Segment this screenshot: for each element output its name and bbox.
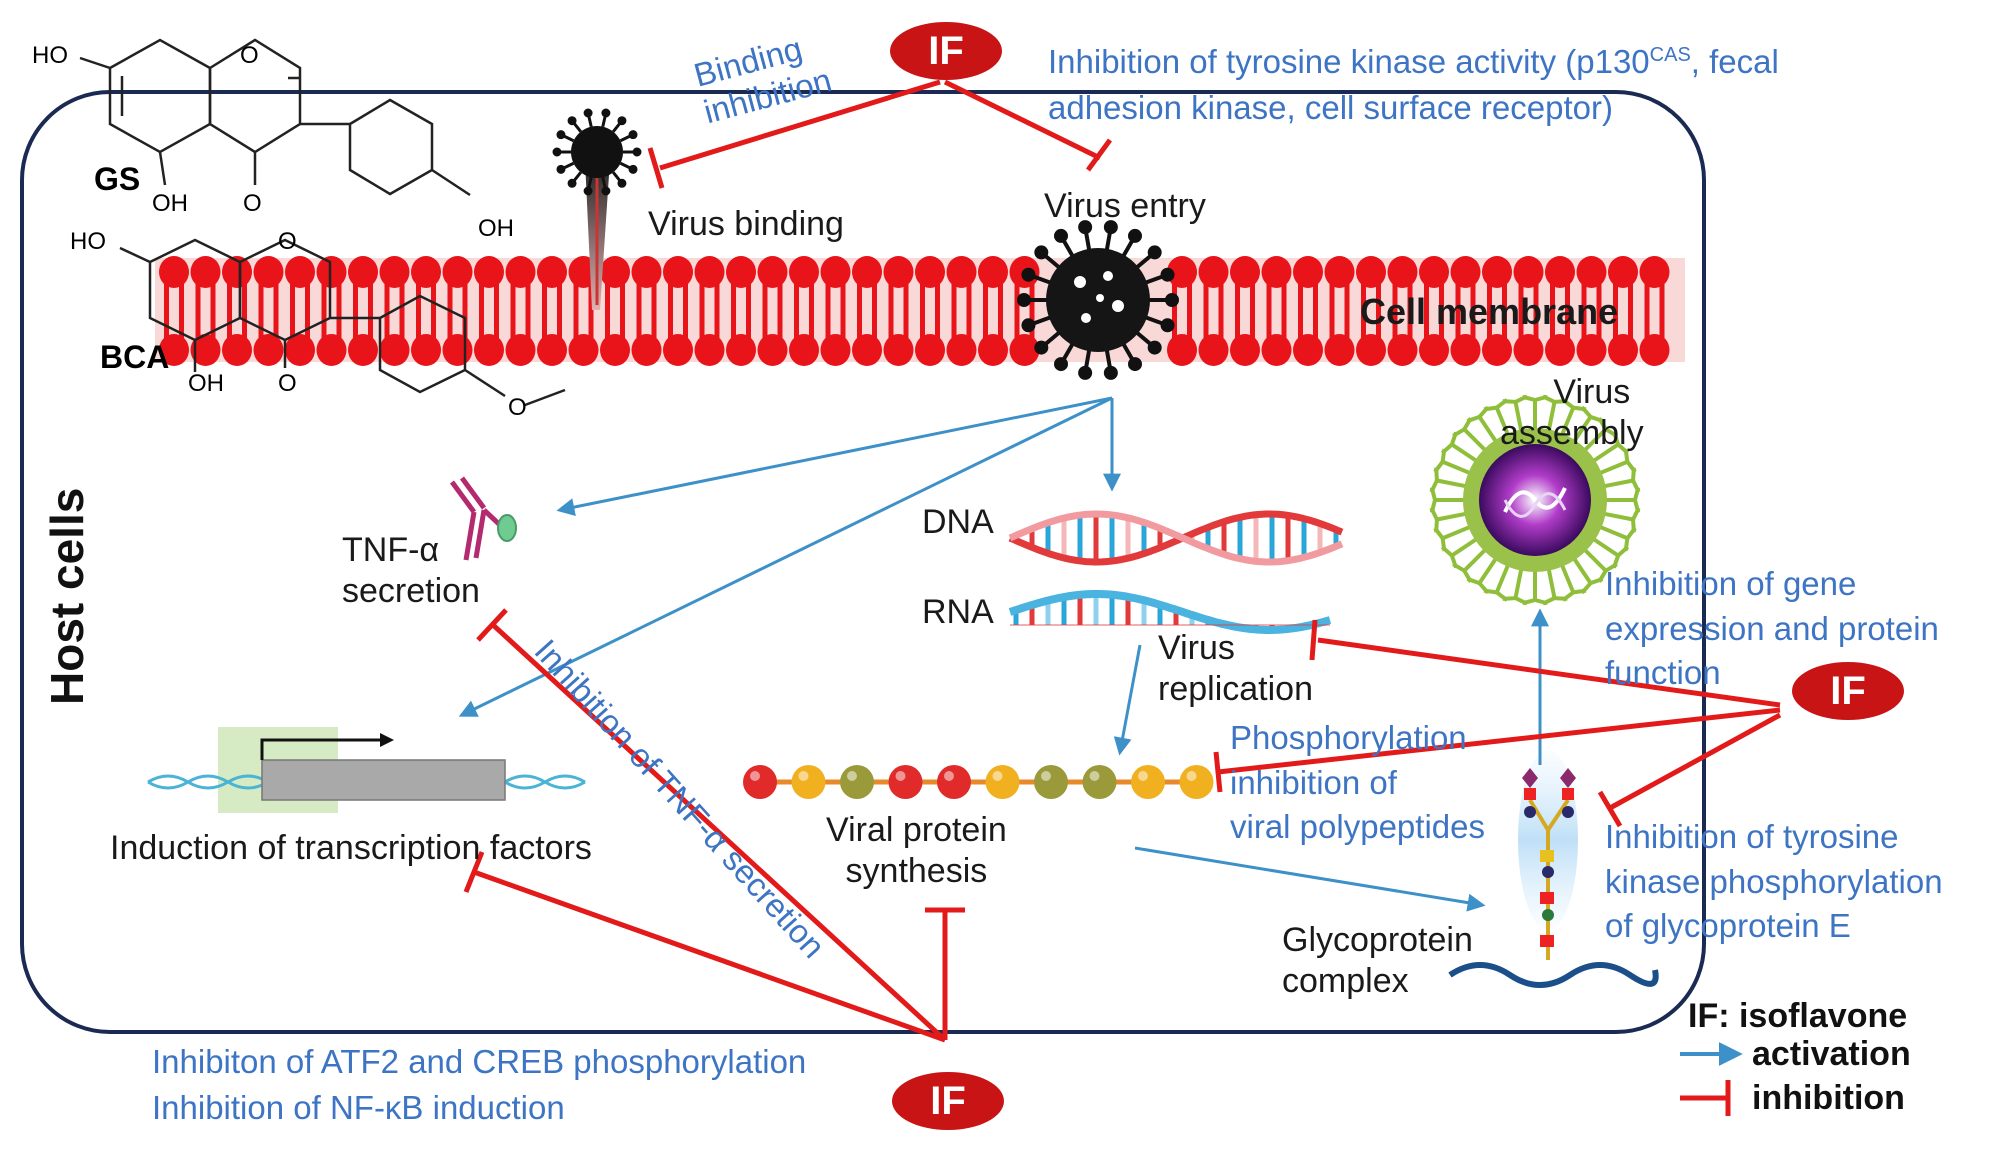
label-host-cells: Host cells [41,487,93,705]
transcription-gene [147,727,586,813]
chem-o-4: O [278,370,297,397]
gs-structure [79,38,471,197]
label-virus-replication: Virus replication [1158,629,1313,708]
label-rna: RNA [922,593,994,631]
dna-helix [1008,510,1344,566]
label-tyrosine-kinase-activity-2: adhesion kinase, cell surface receptor) [1048,89,1613,126]
label-dna: DNA [922,503,994,541]
label-glycoprotein-complex: Glycoprotein complex [1282,921,1473,1000]
legend-isoflavone: IF: isoflavone [1688,997,1908,1035]
chem-oh-3: OH [188,370,224,397]
chem-oh-2: OH [478,215,514,242]
host-cell-border [20,90,1706,1034]
label-inhibition-gene-expression: Inhibition of gene expression and protei… [1605,565,1939,692]
tnf-antibody-icon [449,476,517,561]
rna-helix [1008,590,1332,634]
virus-binding-particle [552,108,642,310]
legend-symbols [1680,1042,1743,1116]
label-gs: GS [94,161,141,197]
if-badge-bottom: IF [892,1072,1004,1130]
cell-membrane [155,256,1685,366]
label-cell-membrane: Cell membrane [1360,291,1619,332]
chem-o-5: O [508,394,527,421]
label-virus-binding: Virus binding [648,205,844,243]
label-nfkb-induction: Inhibition of NF-κB induction [152,1089,565,1126]
virus-assembly-particle [1429,394,1641,606]
bca-structure [119,238,566,407]
legend-activation-label: activation [1752,1035,1911,1073]
viral-polypeptide [743,765,1214,799]
legend-inhibition-label: inhibition [1752,1079,1905,1117]
label-tnf-secretion: TNF-α secretion [342,531,480,610]
label-bca: BCA [100,339,170,375]
chem-o-3: O [278,228,297,255]
label-viral-protein-synthesis: Viral protein synthesis [826,811,1007,890]
chem-o-1: O [240,42,259,69]
label-transcription-factors: Induction of transcription factors [110,829,592,867]
chem-oh-1: OH [152,190,188,217]
label-virus-assembly: Virus assembly [1500,373,1644,452]
chem-ho-2: HO [70,228,106,255]
virus-entry-particle [1017,220,1179,380]
label-tyrosine-kinase-activity: Inhibition of tyrosine kinase activity (… [1048,43,1779,80]
label-inhibition-tyrosine-glycoprotein: Inhibition of tyrosine kinase phosphoryl… [1605,818,1943,945]
if-badge-right: IF [1792,662,1904,720]
inhibition-lines [463,79,1782,1043]
chem-o-2: O [243,190,262,217]
label-virus-entry: Virus entry [1044,187,1206,225]
label-atf2-creb: Inhibiton of ATF2 and CREB phosphorylati… [152,1043,807,1080]
if-badge-top: IF [890,22,1002,80]
chem-ho-1: HO [32,42,68,69]
glycoprotein-complex [1448,750,1659,988]
activation-arrows [458,396,1549,912]
label-phosphorylation-inhibition: Phosphorylation inhibition of viral poly… [1230,719,1485,846]
